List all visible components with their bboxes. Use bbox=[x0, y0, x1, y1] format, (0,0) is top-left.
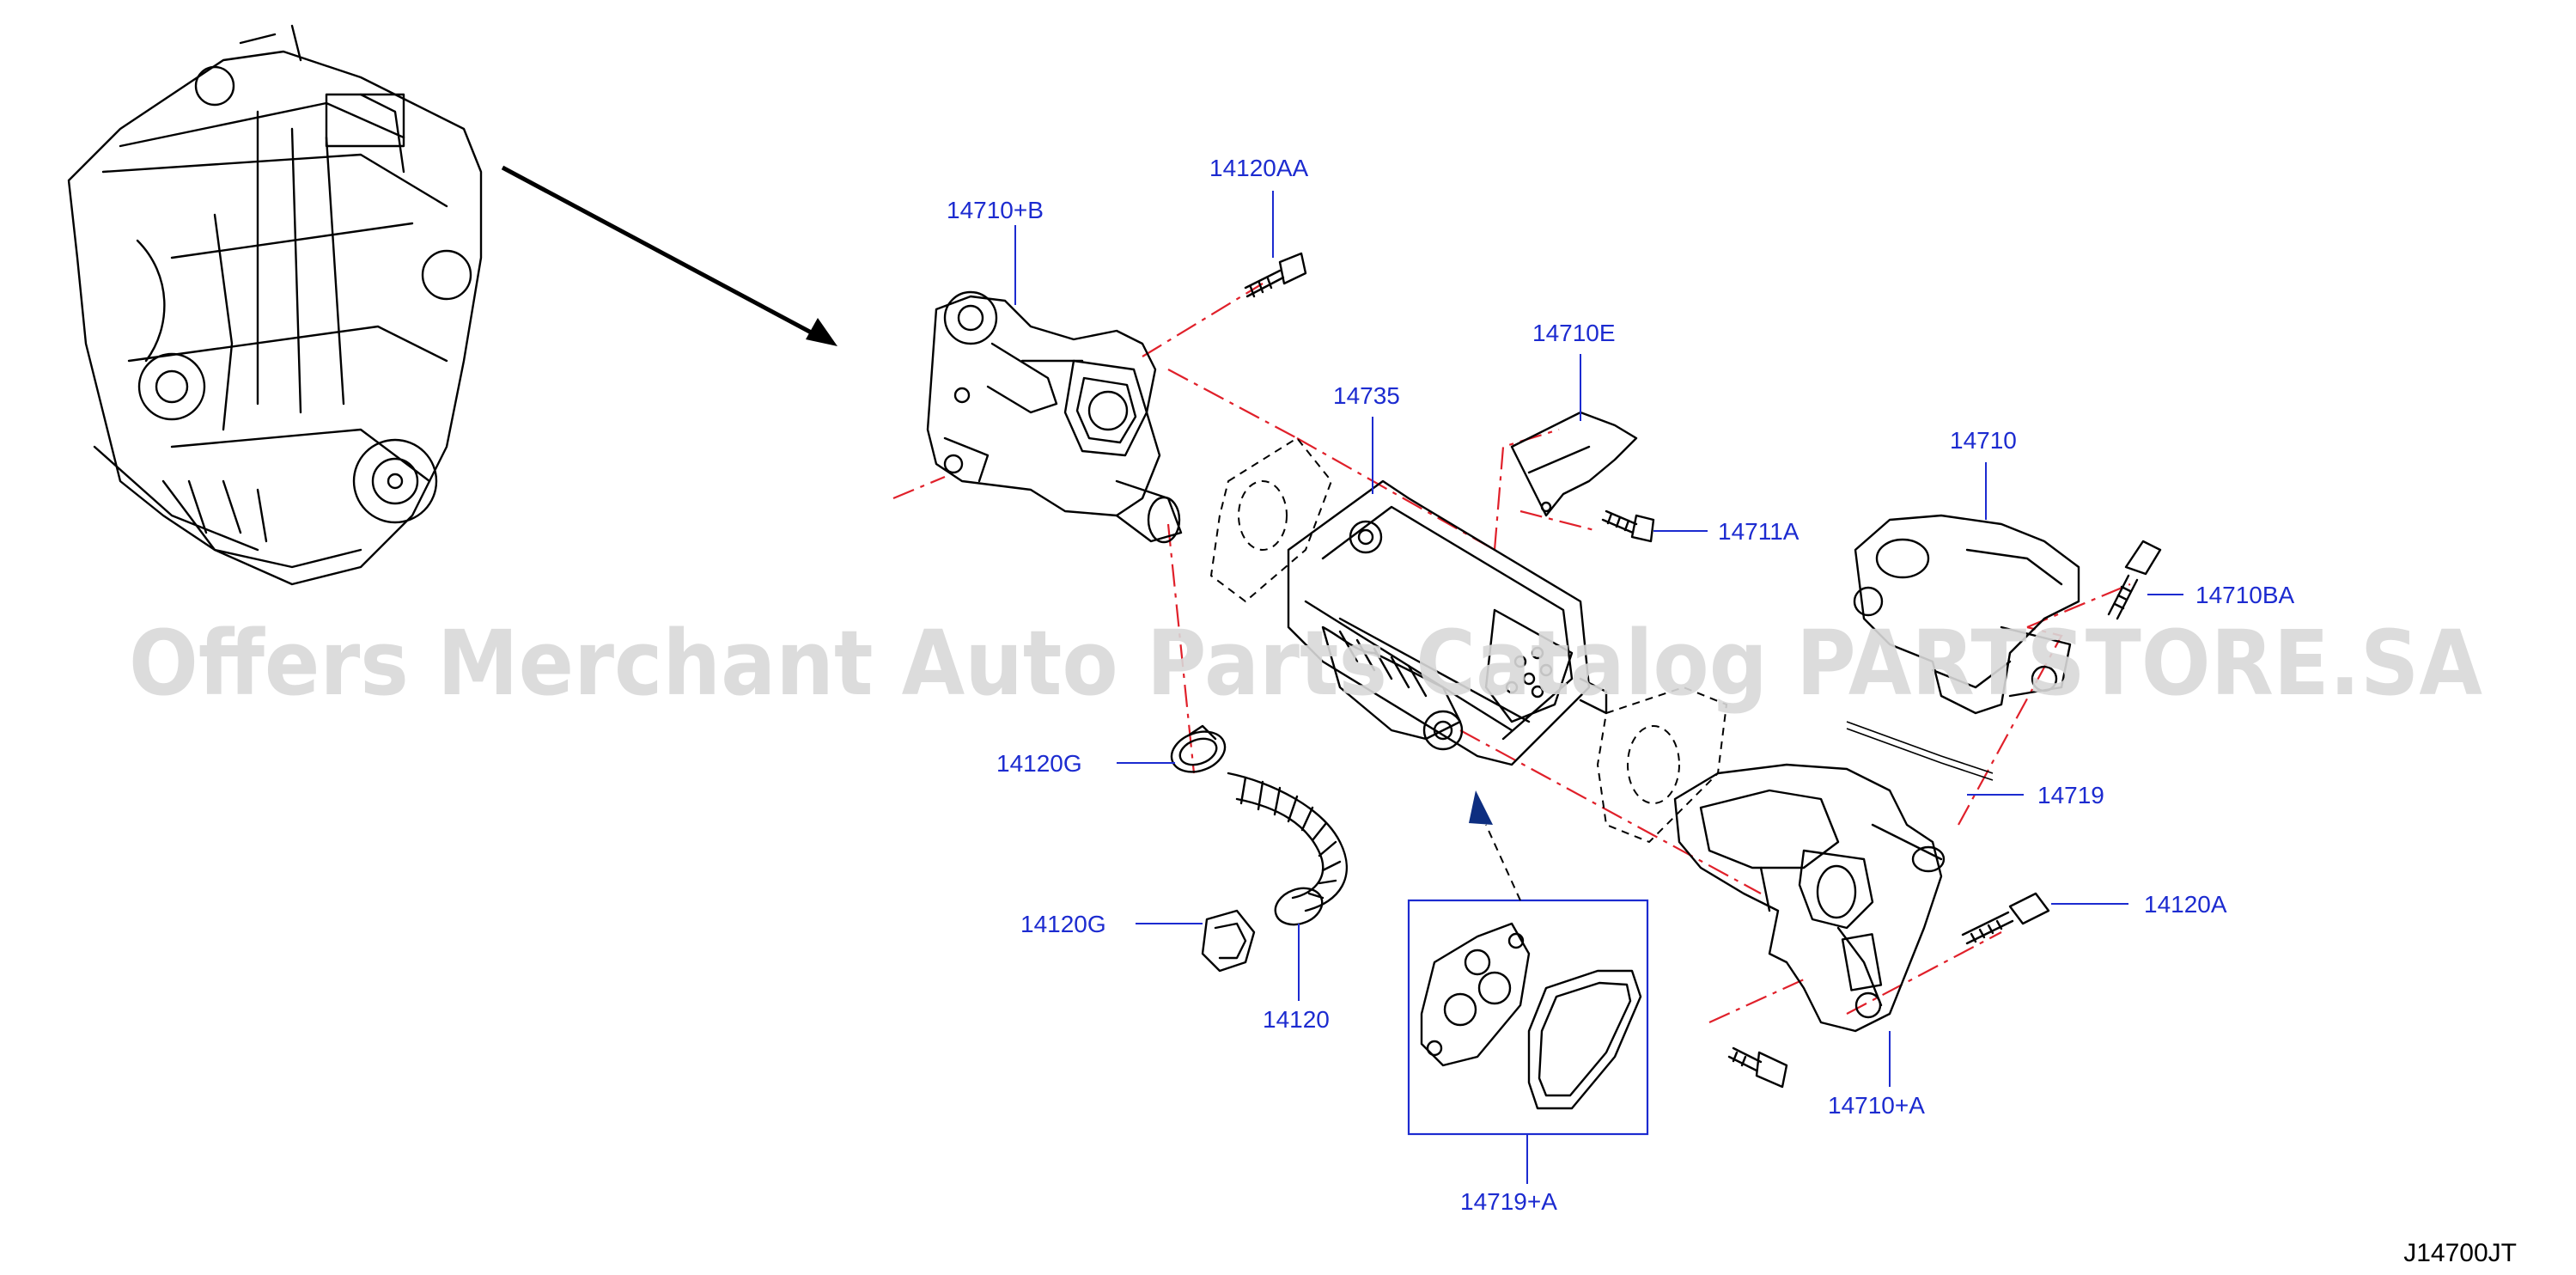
egr-valve-14710a bbox=[1673, 763, 1946, 1033]
gasket-kit-pointer bbox=[1469, 790, 1521, 901]
label-14711a: 14711A bbox=[1718, 518, 1800, 545]
watermark-text: Offers Merchant Auto Parts Catalog PARTS… bbox=[129, 611, 2482, 716]
label-14710e: 14710E bbox=[1532, 320, 1616, 346]
gasket-kit-14719a bbox=[1407, 899, 1649, 1136]
bolt-14120aa bbox=[1244, 252, 1307, 298]
bracket-14710e bbox=[1510, 411, 1638, 517]
label-14120: 14120 bbox=[1263, 1006, 1330, 1033]
egr-hose-14120 bbox=[1227, 772, 1349, 926]
gasket-lower-dashed bbox=[1596, 686, 1728, 844]
label-14719: 14719 bbox=[2037, 782, 2104, 808]
label-14120aa: 14120AA bbox=[1209, 155, 1309, 181]
label-14120g-lower: 14120G bbox=[1020, 911, 1106, 937]
label-14710a: 14710+A bbox=[1828, 1092, 1925, 1119]
bolt-14120a bbox=[1961, 892, 2050, 945]
egr-cooler-14735 bbox=[1287, 479, 1608, 766]
label-14735: 14735 bbox=[1333, 382, 1400, 409]
label-14710: 14710 bbox=[1950, 427, 2017, 454]
bolt-14710ba bbox=[2107, 540, 2162, 620]
bolt-lower bbox=[1727, 1046, 1788, 1089]
gasket-upper-dashed bbox=[1209, 436, 1333, 603]
engine-pointer-arrow bbox=[501, 165, 837, 346]
hose-clamp-14120g-lower bbox=[1201, 909, 1256, 973]
label-14719a: 14719+A bbox=[1460, 1188, 1557, 1215]
bolt-14711a bbox=[1601, 509, 1655, 543]
gasket-strip-14719 bbox=[1846, 721, 1994, 781]
egr-valve-14710b bbox=[926, 290, 1183, 544]
leader-lines bbox=[1014, 191, 2183, 1184]
engine-assembly-illustration bbox=[67, 24, 483, 586]
label-14710ba: 14710BA bbox=[2195, 582, 2295, 608]
assembly-centerlines bbox=[892, 283, 2131, 1024]
egr-part-14710 bbox=[1853, 514, 2080, 715]
diagram-code: J14700JT bbox=[2403, 1239, 2517, 1267]
part-labels: 14120AA 14710+B 14710E 14735 14710 14711… bbox=[947, 155, 2295, 1215]
label-14120a: 14120A bbox=[2144, 891, 2227, 918]
label-14710b: 14710+B bbox=[947, 197, 1044, 223]
label-14120g-upper: 14120G bbox=[996, 750, 1082, 777]
hose-clamp-14120g-upper bbox=[1170, 724, 1227, 773]
